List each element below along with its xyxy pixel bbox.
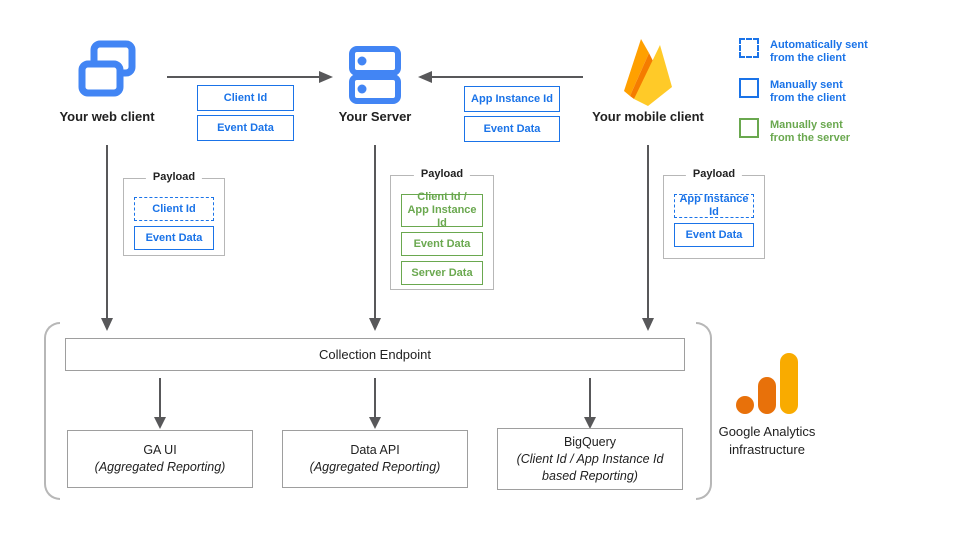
server-payload-group: Payload Client Id / App Instance Id Even… <box>390 168 494 290</box>
mobile-payload-group: Payload App Instance Id Event Data <box>663 168 765 259</box>
app-instance-id-tag: App Instance Id <box>464 86 560 112</box>
payload-item-event-data: Event Data <box>674 223 754 247</box>
ga-caption-line: Google Analytics <box>718 424 816 439</box>
payload-item-client-or-app-id: Client Id / App Instance Id <box>401 191 483 229</box>
server-icon <box>349 46 401 104</box>
right-bracket <box>696 322 712 500</box>
legend-line: from the server <box>770 132 851 144</box>
payload-item-line: Client Id <box>152 202 196 215</box>
arrow-server-to-endpoint <box>369 145 381 331</box>
payload-item-line: App Instance Id <box>407 204 477 229</box>
output-title: Data API <box>350 443 400 457</box>
payload-item-event-data: Event Data <box>401 232 483 256</box>
solid-blue-swatch <box>739 78 759 98</box>
output-title: BigQuery <box>563 434 617 449</box>
output-subtitle: (Aggregated Reporting) <box>309 460 441 474</box>
output-title: GA UI <box>143 443 177 457</box>
arrow-mobile-to-endpoint <box>642 145 654 331</box>
payload-title: Payload <box>685 168 743 180</box>
legend-item-manual-client: Manually sent from the client <box>739 78 846 105</box>
payload-item-line: Event Data <box>413 237 471 250</box>
payload-item-line: Event Data <box>145 231 203 244</box>
legend-line: from the client <box>770 52 846 64</box>
event-data-tag: Event Data <box>464 116 560 142</box>
output-subtitle: (Client Id / App Instance Id <box>516 451 664 466</box>
google-analytics-icon <box>736 353 798 414</box>
payload-item-server-data: Server Data <box>401 261 483 285</box>
ga-infrastructure-label: Google Analytics infrastructure <box>697 423 837 459</box>
output-subtitle: based Reporting) <box>542 468 638 483</box>
solid-green-swatch <box>739 118 759 138</box>
arrow-endpoint-to-dataapi <box>369 378 381 429</box>
payload-item-line: App Instance Id <box>679 193 749 218</box>
payload-title: Payload <box>413 168 471 180</box>
web-client-icon <box>78 40 136 97</box>
legend-line: Manually sent <box>770 79 843 91</box>
payload-item-line: Client Id / <box>417 191 467 203</box>
legend-line: from the client <box>770 92 846 104</box>
event-data-tag: Event Data <box>197 115 294 141</box>
legend-line: Manually sent <box>770 119 843 131</box>
left-bracket <box>44 322 60 500</box>
arrow-mobile-to-server <box>418 71 583 83</box>
payload-item-line: Server Data <box>411 266 473 279</box>
ga-caption-line: infrastructure <box>729 442 805 457</box>
arrow-endpoint-to-bigquery <box>584 378 596 429</box>
dashed-blue-swatch <box>739 38 759 58</box>
legend-item-auto-client: Automatically sent from the client <box>739 38 868 65</box>
payload-item-app-instance-id: App Instance Id <box>674 193 754 218</box>
arrow-endpoint-to-gaui <box>154 378 166 429</box>
arrow-web-to-endpoint <box>101 145 113 331</box>
firebase-icon <box>624 39 672 106</box>
web-client-label: Your web client <box>59 109 155 124</box>
legend-line: Automatically sent <box>770 39 868 51</box>
payload-item-client-id: Client Id <box>134 197 214 221</box>
web-payload-group: Payload Client Id Event Data <box>123 171 225 256</box>
arrow-web-to-server <box>167 71 333 83</box>
payload-item-event-data: Event Data <box>134 226 214 250</box>
output-subtitle: (Aggregated Reporting) <box>94 460 226 474</box>
server-label: Your Server <box>338 109 412 124</box>
legend-item-manual-server: Manually sent from the server <box>739 118 850 145</box>
client-id-tag: Client Id <box>197 85 294 111</box>
collection-endpoint-box: Collection Endpoint <box>65 338 685 371</box>
payload-item-line: Event Data <box>685 228 743 241</box>
ga-ui-box: GA UI (Aggregated Reporting) <box>67 430 253 488</box>
data-api-box: Data API (Aggregated Reporting) <box>282 430 468 488</box>
payload-title: Payload <box>145 171 203 183</box>
mobile-client-label: Your mobile client <box>592 109 704 124</box>
bigquery-box: BigQuery (Client Id / App Instance Id ba… <box>497 428 683 490</box>
